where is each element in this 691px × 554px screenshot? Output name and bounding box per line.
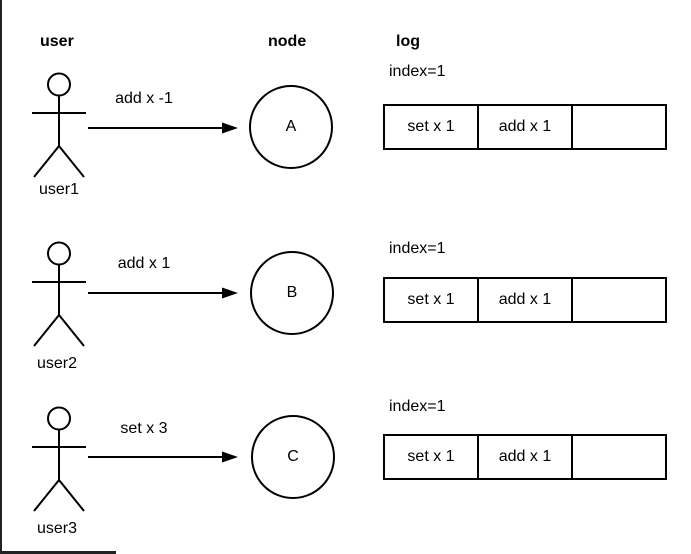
column-header-log: log — [396, 33, 420, 50]
log-index-label: index=1 — [389, 63, 446, 80]
log-cell — [573, 436, 665, 478]
page-border-bottom — [0, 551, 116, 554]
user-actor-figure — [32, 241, 86, 347]
log-cell — [573, 106, 665, 148]
log-cell: add x 1 — [479, 436, 573, 478]
log-table: set x 1 add x 1 — [383, 104, 667, 150]
log-index-label: index=1 — [389, 240, 446, 257]
actor-name-label: user3 — [37, 520, 78, 537]
node-circle: A — [249, 85, 333, 169]
message-label: set x 3 — [120, 420, 168, 437]
log-index-label: index=1 — [389, 398, 446, 415]
log-cell: set x 1 — [385, 106, 479, 148]
node-circle: C — [251, 415, 335, 499]
message-label: add x 1 — [117, 255, 171, 272]
node-label: C — [287, 448, 299, 465]
page-border-left — [0, 0, 2, 554]
user-actor-figure — [32, 406, 86, 512]
log-cell: set x 1 — [385, 279, 479, 321]
log-cell: add x 1 — [479, 279, 573, 321]
actor-name-label: user2 — [37, 355, 78, 372]
log-cell: add x 1 — [479, 106, 573, 148]
message-arrow — [88, 122, 238, 134]
message-arrow — [88, 451, 238, 463]
node-label: A — [285, 118, 297, 135]
message-label: add x -1 — [115, 90, 173, 107]
column-header-node: node — [268, 33, 307, 50]
log-table: set x 1 add x 1 — [383, 434, 667, 480]
log-table: set x 1 add x 1 — [383, 277, 667, 323]
column-header-user: user — [40, 33, 74, 50]
actor-name-label: user1 — [39, 181, 80, 198]
node-circle: B — [250, 251, 334, 335]
user-actor-figure — [32, 72, 86, 178]
log-cell: set x 1 — [385, 436, 479, 478]
node-label: B — [286, 284, 298, 301]
log-cell — [573, 279, 665, 321]
message-arrow — [88, 287, 238, 299]
